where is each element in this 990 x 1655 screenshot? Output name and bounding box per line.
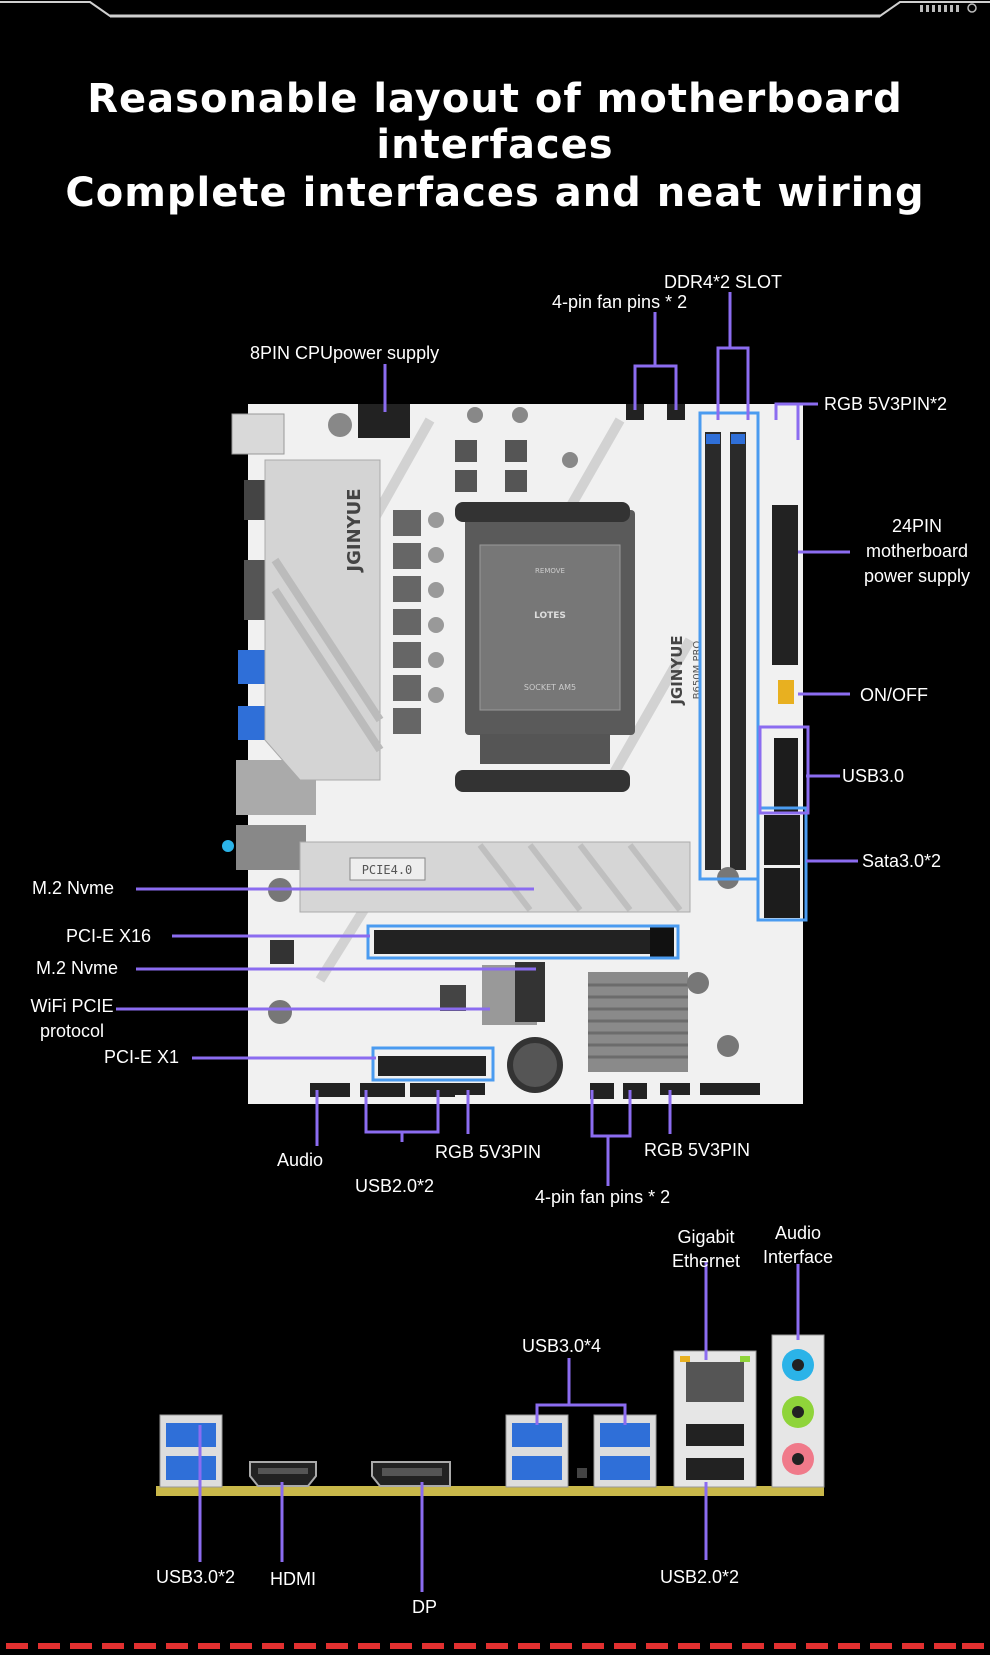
io-strip: [156, 1486, 824, 1496]
pcie-shield-mark: PCIE4.0: [362, 863, 413, 877]
rgb-bottom-left-label: RGB 5V3PIN: [435, 1142, 542, 1162]
usb20-2-label: USB2.0*2: [660, 1567, 740, 1587]
usb20-header-label: USB2.0*2: [355, 1176, 435, 1196]
atx-power-label-line1: 24PIN: [891, 516, 943, 536]
audio-interface-label-line1: Audio: [774, 1223, 822, 1243]
usb30-4-label: USB3.0*4: [522, 1336, 602, 1356]
m2-top-label: M.2 Nvme: [32, 878, 115, 898]
ethernet-label-line2: Ethernet: [671, 1251, 741, 1271]
io-pointer-lines: [198, 1262, 800, 1592]
ddr4-slot-label: DDR4*2 SLOT: [664, 272, 783, 292]
atx-power-label-line3: power supply: [863, 566, 971, 586]
rgb-top-label: RGB 5V3PIN*2: [824, 394, 948, 414]
dp-label: DP: [412, 1597, 438, 1617]
fan-top-label: 4-pin fan pins * 2: [552, 292, 688, 312]
top-frame: [0, 1, 990, 18]
audio-jacks: [771, 1334, 825, 1488]
remove-mark: REMOVE: [535, 567, 565, 575]
cpu-power-label: 8PIN CPUpower supply: [250, 343, 440, 363]
dp-port: [371, 1461, 451, 1487]
socket-mark: SOCKET AM5: [524, 683, 576, 692]
fan-bottom-label: 4-pin fan pins * 2: [535, 1187, 671, 1207]
usb30-4-ports: [505, 1414, 657, 1488]
usb30-header-label: USB3.0: [842, 766, 905, 786]
usb30-2-ports: [159, 1414, 223, 1488]
model-mark: B650M PRO: [692, 641, 703, 700]
wifi-label-line2: protocol: [39, 1021, 105, 1041]
ethernet-label-line1: Gigabit: [677, 1227, 735, 1247]
pcie-x16-label: PCI-E X16: [66, 926, 152, 946]
audio-header-label: Audio: [277, 1150, 324, 1170]
usb30-2-label: USB3.0*2: [156, 1567, 236, 1587]
brand-mark-right: JGINYUE: [668, 635, 686, 705]
motherboard-illustration: JGINYUE LOTES SOCKET AM5 REMOVE JGINYUE …: [222, 404, 803, 1104]
pointer-lines: [116, 292, 858, 1186]
sata-label: Sata3.0*2: [862, 851, 942, 871]
onoff-label: ON/OFF: [860, 685, 928, 705]
hdmi-port: [249, 1461, 317, 1487]
m2-bottom-label: M.2 Nvme: [36, 958, 119, 978]
pcie-x1-label: PCI-E X1: [104, 1047, 180, 1067]
headline: Reasonable layout of motherboard interfa…: [87, 76, 903, 168]
lotes-mark: LOTES: [534, 611, 566, 621]
brand-mark-left: JGINYUE: [344, 488, 365, 573]
atx-power-label-line2: motherboard: [865, 541, 969, 561]
hdmi-label: HDMI: [270, 1569, 316, 1589]
ethernet-usb20-stack: [673, 1350, 757, 1488]
highlight-boxes: [366, 411, 808, 1082]
rgb-bottom-right-label: RGB 5V3PIN: [644, 1140, 751, 1160]
bottom-frame: [6, 1643, 984, 1649]
wifi-label-line1: WiFi PCIE: [30, 996, 114, 1016]
subheadline: Complete interfaces and neat wiring: [65, 170, 925, 216]
audio-interface-label-line2: Interface: [762, 1247, 834, 1267]
